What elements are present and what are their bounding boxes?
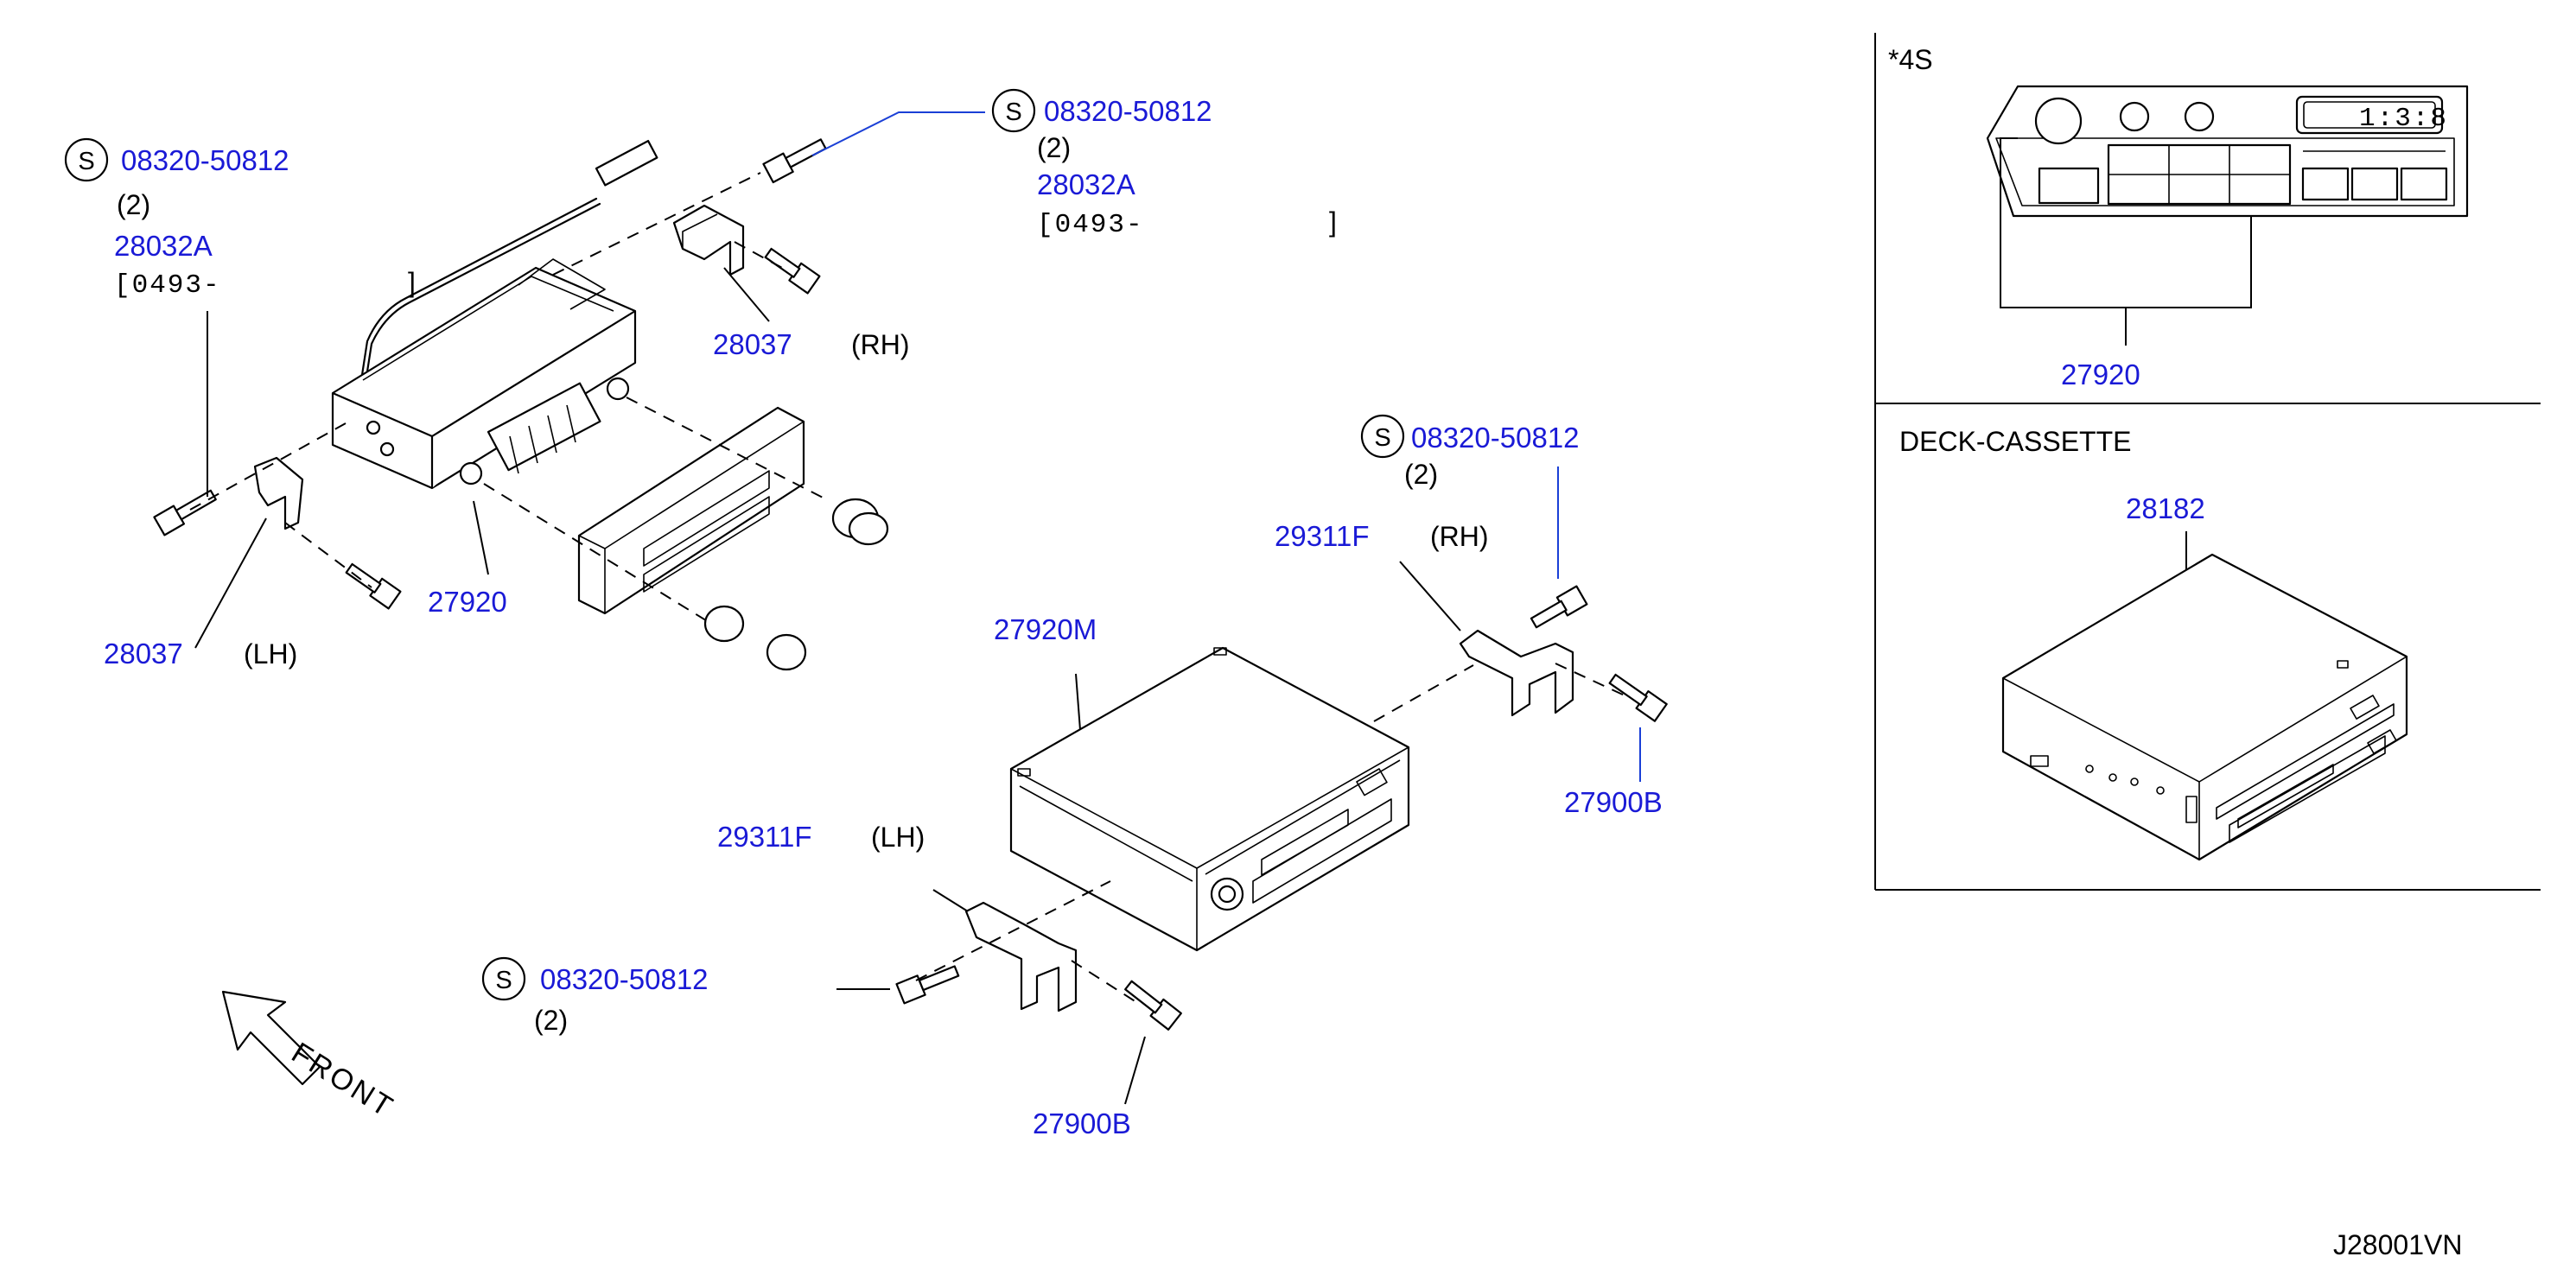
s-symbol-icons: S S S S: [64, 88, 1405, 1001]
label-lh-2: (LH): [871, 822, 925, 853]
bracket-29311f-rh-drawing: [1459, 629, 1574, 717]
inset-frames: [1874, 33, 2541, 891]
label-rh: (RH): [851, 329, 910, 360]
label-lh: (LH): [244, 638, 297, 670]
label-date-mid-close: ]: [1329, 206, 1337, 238]
label-28032a-mid: 28032A: [1037, 168, 1135, 200]
label-date-left: [0493-: [114, 270, 221, 301]
assembly-lines-mid: [915, 663, 1625, 1003]
label-qty-top-left: (2): [117, 189, 150, 220]
bracket-28037-lh-drawing: [253, 456, 304, 530]
label-29311f-rh: 29311F: [1275, 520, 1369, 552]
s-symbol-top-left: S: [78, 148, 94, 175]
screw-icons-left: [153, 138, 827, 610]
front-arrow-icon: [221, 990, 321, 1086]
s-symbol-right: S: [1374, 424, 1390, 452]
radio-27920-drawing: [331, 139, 658, 490]
bracket-29311f-lh-drawing: [964, 901, 1078, 1012]
inset-4s-display: 1:3:8: [2359, 104, 2448, 134]
radio-27920m-drawing: [1009, 646, 1410, 952]
label-qty-top-mid: (2): [1037, 132, 1071, 163]
label-qty-right: (2): [1404, 459, 1438, 490]
leader-lines-mid: [836, 466, 1641, 1105]
screw-icons-right: [895, 585, 1668, 1031]
label-screw-bottom: 08320-50812: [540, 963, 709, 995]
inset-deck-part: 28182: [2126, 492, 2205, 524]
label-screw-right: 08320-50812: [1411, 422, 1580, 454]
inset-4s-title: *4S: [1888, 44, 1933, 75]
s-symbol-bottom: S: [495, 967, 512, 994]
label-27900b-bottom: 27900B: [1033, 1107, 1131, 1139]
inset-deck-cassette: DECK-CASSETTE 28182: [1899, 426, 2408, 861]
inset-4s-part: 27920: [2061, 359, 2140, 390]
diagram-id: J28001VN: [2333, 1229, 2462, 1260]
label-qty-bottom: (2): [534, 1005, 568, 1036]
label-28032a-left: 28032A: [114, 230, 213, 262]
s-symbol-top-mid: S: [1005, 98, 1021, 126]
label-27920m: 27920M: [994, 613, 1097, 645]
inset-deck-title: DECK-CASSETTE: [1899, 426, 2131, 457]
front-label: FRONT: [286, 1037, 400, 1125]
faceplate-drawing: [577, 406, 805, 615]
inset-4s: *4S 1:3:8 27920: [1888, 44, 2469, 390]
label-28037-rh: 28037: [713, 328, 792, 360]
label-screw-top-mid: 08320-50812: [1044, 95, 1212, 127]
knob-icons: [703, 498, 889, 671]
label-28037-lh: 28037: [104, 638, 183, 670]
label-date-mid: [0493-: [1037, 210, 1144, 240]
bracket-28037-rh-drawing: [672, 204, 745, 276]
label-27900b-right: 27900B: [1564, 786, 1663, 818]
assembly-lines-left: [189, 172, 830, 623]
label-29311f-lh: 29311F: [717, 821, 811, 853]
label-rh-2: (RH): [1430, 521, 1489, 552]
label-27920-left: 27920: [428, 586, 507, 618]
label-date-left-close: ]: [408, 267, 416, 298]
label-screw-top-left: 08320-50812: [121, 144, 289, 176]
leader-lines-left: [194, 111, 985, 649]
